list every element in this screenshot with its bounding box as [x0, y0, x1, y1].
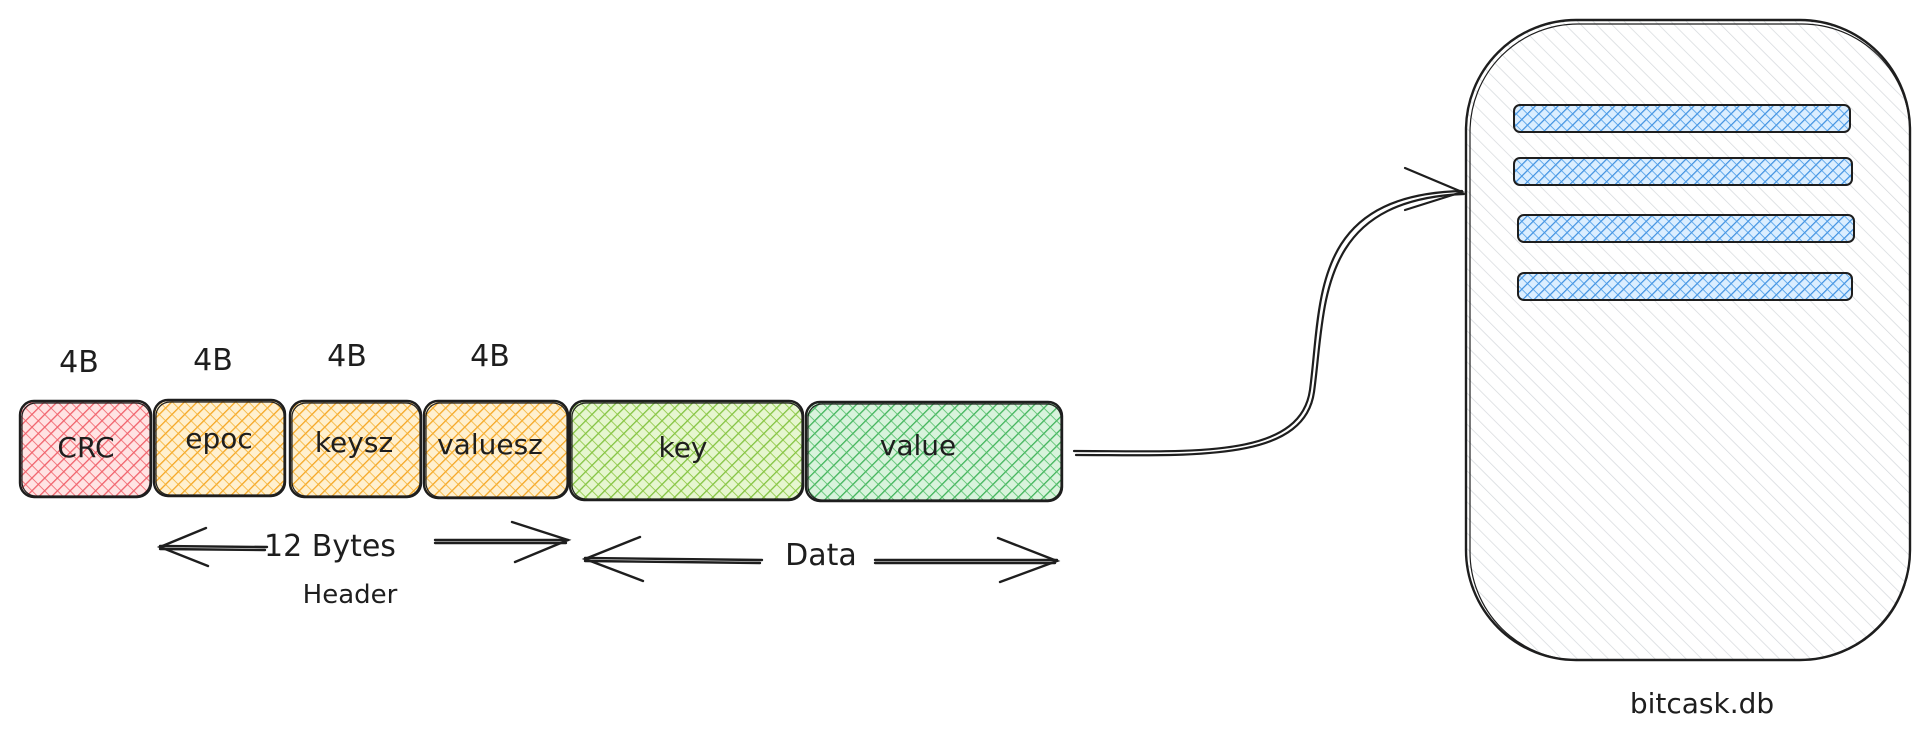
field-label-key: key: [658, 431, 707, 464]
size-label-crc: 4B: [59, 345, 99, 380]
header-span-label: 12 Bytes: [264, 529, 396, 564]
database-row: [1513, 104, 1851, 133]
database-label: bitcask.db: [1630, 687, 1774, 720]
size-label-epoc: 4B: [193, 343, 233, 378]
database-row: [1513, 157, 1853, 186]
field-crc: CRC: [18, 399, 153, 499]
field-key: key: [568, 399, 805, 502]
field-valuesz: valuesz: [422, 399, 570, 500]
field-label-crc: CRC: [57, 431, 114, 464]
header-span-arrow: [156, 520, 572, 568]
header-span-sublabel: Header: [303, 580, 398, 610]
connector-arrow: [1072, 166, 1466, 457]
field-value: value: [804, 400, 1064, 503]
field-label-epoc: epoc: [185, 422, 253, 455]
field-epoc: epoc: [152, 398, 287, 498]
size-label-keysz: 4B: [327, 339, 367, 374]
database-icon: [1464, 18, 1912, 662]
data-span-label: Data: [785, 538, 857, 573]
field-label-keysz: keysz: [315, 426, 393, 459]
data-span-arrow: [581, 535, 1061, 584]
database-row: [1517, 214, 1855, 243]
database-row: [1517, 272, 1853, 301]
field-label-value: value: [880, 429, 956, 462]
field-keysz: keysz: [288, 399, 423, 499]
size-label-valuesz: 4B: [470, 339, 510, 374]
field-label-valuesz: valuesz: [437, 428, 543, 461]
